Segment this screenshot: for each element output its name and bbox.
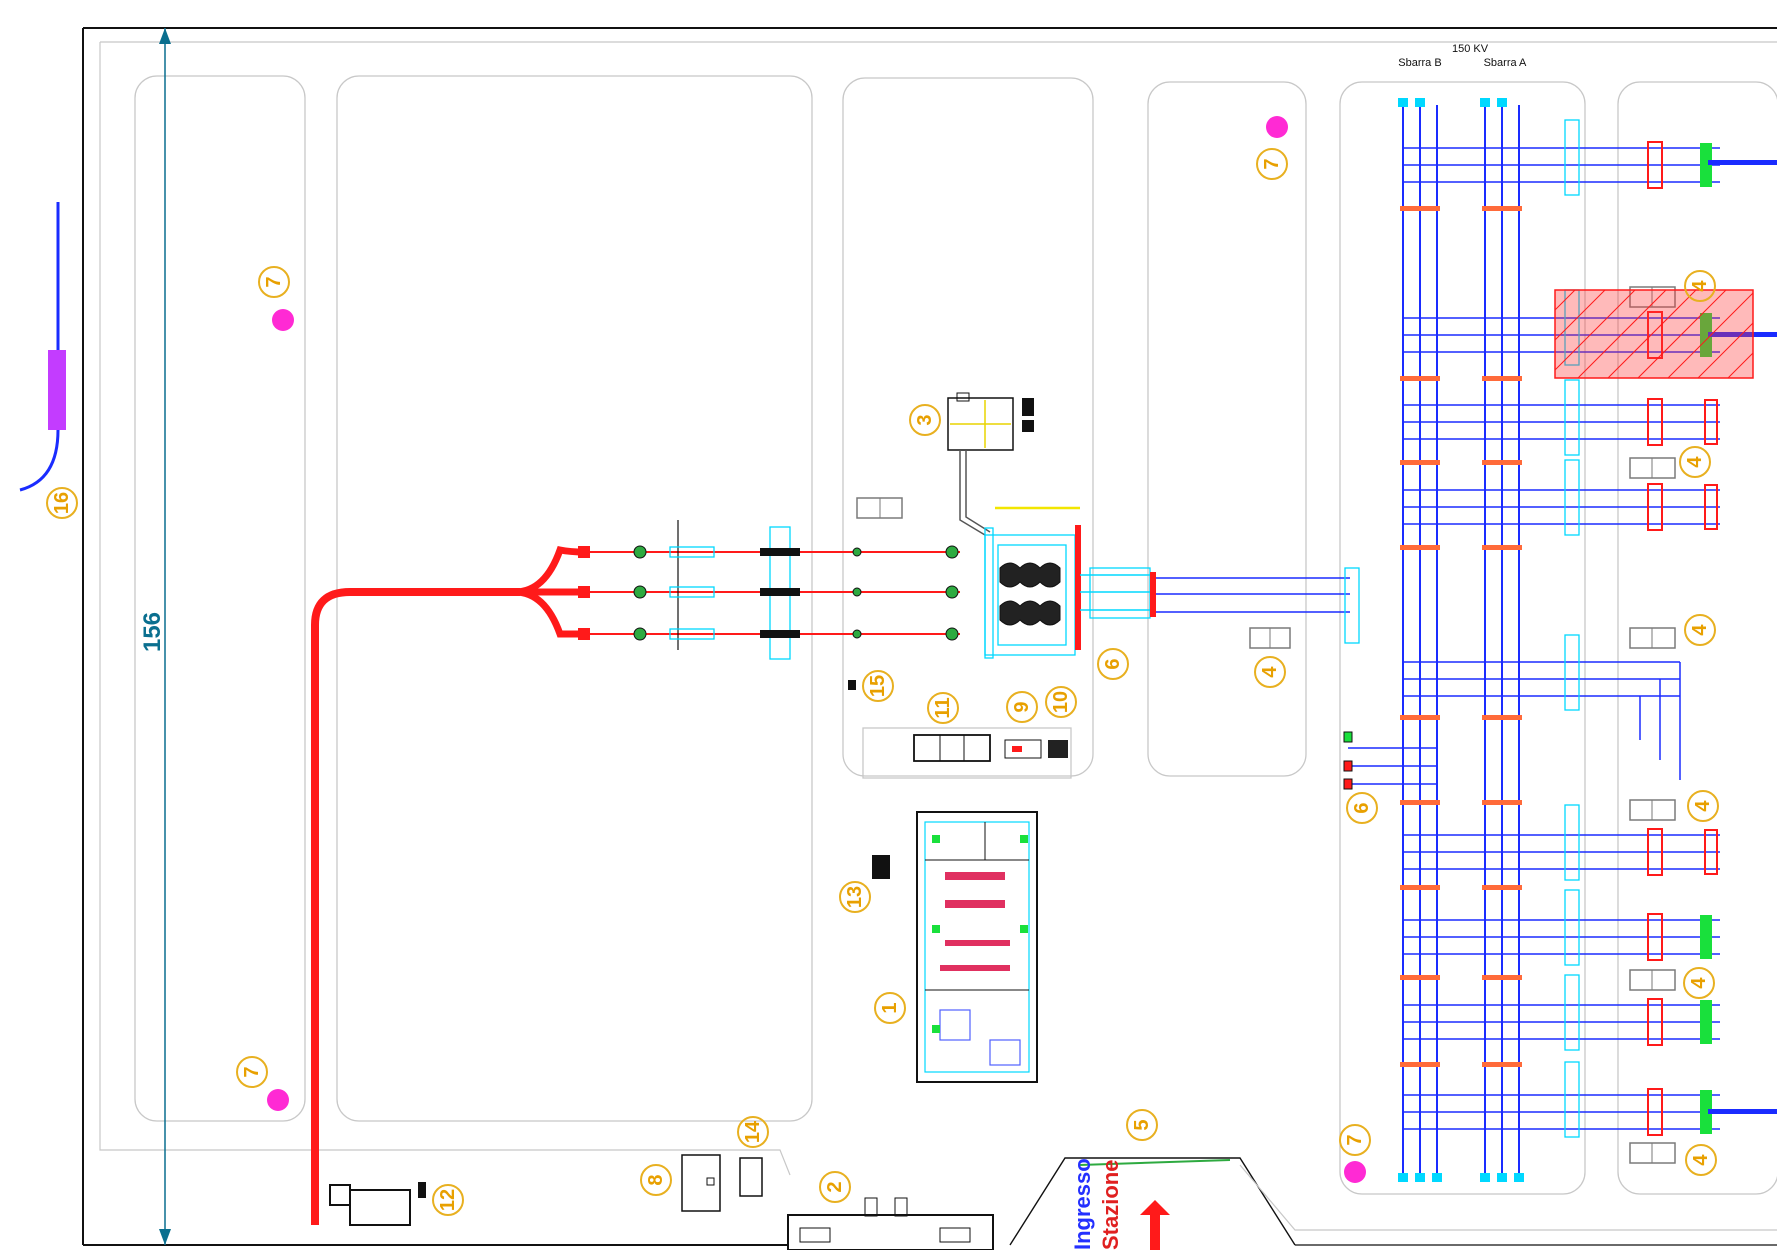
svg-text:6: 6 [1102, 658, 1124, 669]
equipment-13 [872, 855, 890, 879]
callout-6a: 6 [1097, 648, 1129, 680]
dimension-label: 156 [139, 612, 166, 652]
svg-text:13: 13 [844, 886, 866, 908]
svg-text:4: 4 [1689, 280, 1711, 292]
svg-text:14: 14 [742, 1120, 764, 1143]
callout-12: 12 [432, 1184, 464, 1216]
callout-4e: 4 [1687, 790, 1719, 822]
control-building [916, 811, 1038, 1083]
busbar-b-label: Sbarra B [1398, 57, 1441, 69]
callout-7c: 7 [236, 1056, 268, 1088]
busbar-ends [1343, 98, 1524, 1182]
svg-text:7: 7 [241, 1066, 263, 1077]
svg-text:10: 10 [1050, 691, 1072, 713]
callout-14: 14 [737, 1116, 769, 1148]
callout-4g: 4 [1685, 1144, 1717, 1176]
svg-text:8: 8 [645, 1174, 667, 1185]
auxiliary-equipment [913, 734, 1068, 762]
callout-4b: 4 [1684, 270, 1716, 302]
callout-13: 13 [839, 881, 871, 913]
cable-terminal-row [633, 520, 959, 660]
svg-text:7: 7 [1344, 1134, 1366, 1145]
callout-7b: 7 [1256, 148, 1288, 180]
callout-4a: 4 [1254, 656, 1286, 688]
callout-9: 9 [1006, 691, 1038, 723]
svg-text:1: 1 [879, 1002, 901, 1013]
svg-text:7: 7 [263, 276, 285, 287]
callout-15: 15 [862, 670, 894, 702]
svg-text:4: 4 [1690, 1154, 1712, 1166]
svg-text:4: 4 [1259, 666, 1281, 678]
dimension-line: 156 [139, 28, 171, 1245]
svg-text:12: 12 [437, 1189, 459, 1211]
voltage-label: 150 KV [1452, 43, 1489, 55]
equipment-12 [329, 1182, 426, 1226]
hatch-lines [1554, 289, 1754, 379]
svg-text:16: 16 [51, 492, 73, 514]
callout-16: 16 [46, 487, 78, 519]
svg-text:15: 15 [867, 675, 889, 697]
entrance-gate: Ingresso Stazione [787, 1158, 1231, 1250]
callout-2: 2 [819, 1171, 851, 1203]
callout-8: 8 [640, 1164, 672, 1196]
area-pads [134, 75, 1777, 1195]
svg-text:2: 2 [824, 1181, 846, 1192]
svg-text:6: 6 [1351, 802, 1373, 813]
transformer-bay [947, 392, 1350, 659]
callout-10: 10 [1045, 686, 1077, 718]
svg-text:9: 9 [1011, 701, 1033, 712]
callout-7a: 7 [258, 266, 290, 298]
svg-text:11: 11 [932, 697, 954, 718]
busbar-a-label: Sbarra A [1484, 57, 1527, 69]
entrance-label-line1: Ingresso [1070, 1158, 1095, 1250]
svg-text:4: 4 [1692, 800, 1714, 812]
equipment-14 [739, 1157, 763, 1197]
callout-4f: 4 [1683, 967, 1715, 999]
callout-markers: 1 2 3 4 4 4 4 4 4 4 5 6 6 7 7 7 7 8 9 10… [46, 148, 1719, 1216]
callout-7d: 7 [1339, 1124, 1371, 1156]
busbar-cross-members [1400, 206, 1522, 1067]
site-boundary [82, 27, 1777, 1246]
equipment-15 [848, 680, 856, 690]
bay-equipment [1344, 119, 1777, 1138]
switchyard-150kv: 150 KV Sbarra B Sbarra A [1343, 43, 1777, 1182]
callout-5: 5 [1126, 1109, 1158, 1141]
building-8 [681, 1154, 721, 1212]
svg-text:4: 4 [1689, 624, 1711, 636]
callout-11: 11 [927, 692, 959, 724]
feeder-bays [1348, 147, 1720, 1130]
marshalling-kiosks [856, 286, 1676, 1164]
callout-3: 3 [909, 404, 941, 436]
svg-text:3: 3 [914, 414, 936, 425]
svg-text:4: 4 [1688, 977, 1710, 989]
callout-1: 1 [874, 992, 906, 1024]
callout-4d: 4 [1684, 614, 1716, 646]
hatched-future-bay [1554, 289, 1754, 379]
callout-4c: 4 [1679, 446, 1711, 478]
svg-text:4: 4 [1684, 456, 1706, 468]
callout-6b: 6 [1346, 792, 1378, 824]
svg-text:7: 7 [1261, 158, 1283, 169]
svg-text:5: 5 [1131, 1119, 1153, 1130]
entrance-label-line2: Stazione [1098, 1160, 1123, 1250]
lamp-posts [267, 116, 1366, 1183]
incoming-line-16 [19, 202, 66, 492]
